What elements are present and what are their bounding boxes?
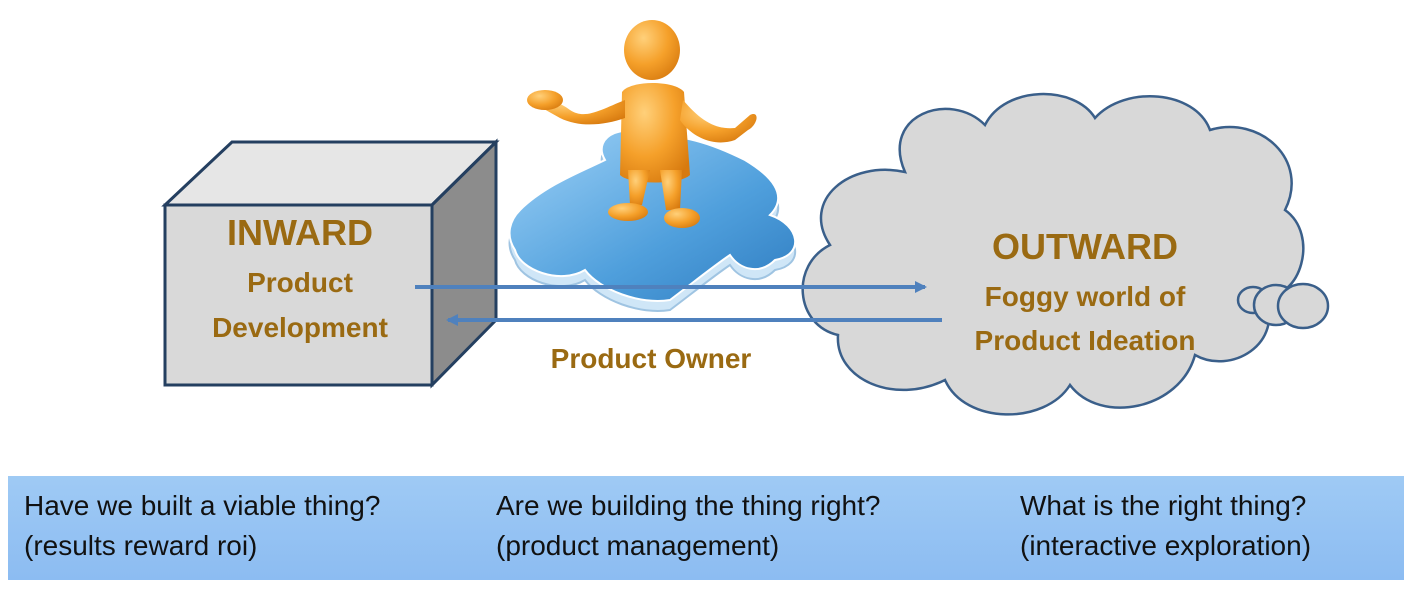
question-column-1: Have we built a viable thing? (results r… — [24, 486, 380, 566]
question-bar: Have we built a viable thing? (results r… — [8, 476, 1404, 580]
question-1-text: Have we built a viable thing? — [24, 490, 381, 521]
puzzle-piece-icon — [508, 129, 796, 312]
inward-line-1: Product — [247, 267, 353, 298]
outward-line-2: Product Ideation — [975, 325, 1196, 356]
person-figure-icon — [527, 20, 757, 228]
cube-icon — [161, 138, 500, 389]
cloud-icon — [801, 92, 1330, 416]
outward-line-1: Foggy world of — [985, 281, 1186, 312]
question-3-detail: (interactive exploration) — [1020, 530, 1312, 561]
question-3-text: What is the right thing? — [1020, 490, 1307, 521]
inward-line-2: Development — [212, 312, 388, 343]
question-2-detail: (product management) — [496, 530, 780, 561]
outward-title: OUTWARD — [992, 226, 1178, 267]
question-2-text: Are we building the thing right? — [496, 490, 881, 521]
question-column-3: What is the right thing? (interactive ex… — [1020, 486, 1311, 566]
inward-title: INWARD — [227, 212, 373, 253]
question-column-2: Are we building the thing right? (produc… — [496, 486, 880, 566]
inward-cube: INWARD Product Development — [161, 138, 500, 389]
outward-cloud: OUTWARD Foggy world of Product Ideation — [801, 92, 1330, 416]
question-1-detail: (results reward roi) — [24, 530, 258, 561]
product-owner-label: Product Owner — [551, 343, 752, 374]
